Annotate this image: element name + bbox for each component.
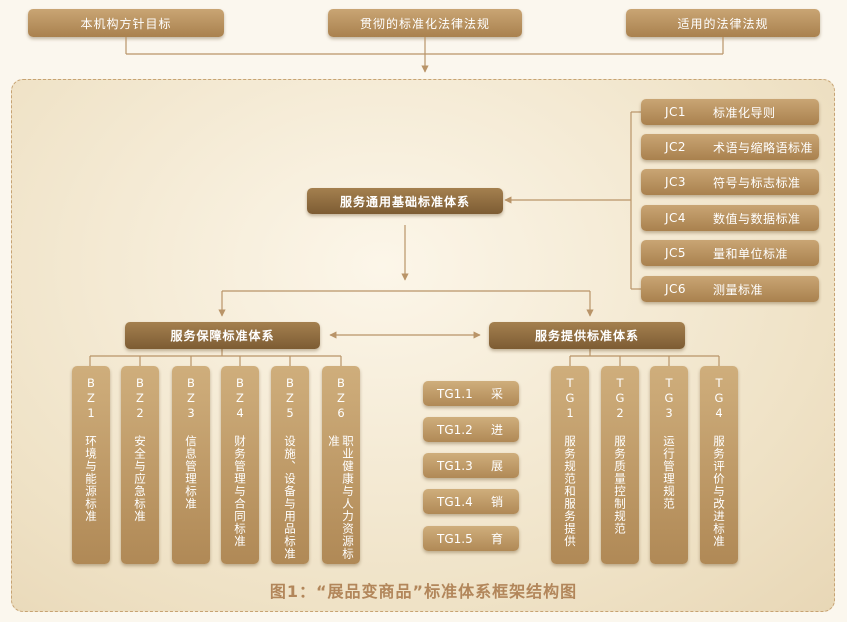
jc-label: 测量标准	[713, 282, 764, 297]
jc-label: 量和单位标准	[713, 246, 789, 261]
bz-item: BZ1 环境与能源标准	[72, 366, 110, 564]
bz-label: 环境与能源标准	[84, 435, 98, 523]
jc-code: JC3	[665, 175, 687, 189]
bz-code: BZ4	[233, 376, 247, 421]
jc-label: 标准化导则	[713, 105, 776, 120]
bz-label: 设施、设备与用品标准	[283, 435, 297, 560]
tg-flow-label: 进	[491, 423, 504, 437]
bz-code: BZ6	[334, 376, 348, 421]
top-box-policy-goals: 本机构方针目标	[28, 9, 224, 37]
provision-standards-box: 服务提供标准体系	[489, 322, 685, 349]
tg-code: TG1	[563, 376, 577, 421]
tg-flow-code: TG1.2	[437, 422, 473, 437]
jc-code: JC4	[665, 211, 687, 225]
tg-code: TG4	[712, 376, 726, 421]
tg-flow-item: TG1.1 采	[423, 381, 519, 406]
bz-item: BZ5 设施、设备与用品标准	[271, 366, 309, 564]
bz-code: BZ2	[133, 376, 147, 421]
tg-flow-code: TG1.1	[437, 386, 473, 401]
tg-flow-code: TG1.3	[437, 458, 473, 473]
tg-item: TG4 服务评价与改进标准	[700, 366, 738, 564]
top-box-label: 贯彻的标准化法律法规	[359, 16, 490, 31]
jc-item: JC6 测量标准	[641, 276, 819, 302]
jc-label: 符号与标志标准	[713, 175, 801, 190]
jc-label: 数值与数据标准	[713, 211, 801, 226]
tg-label: 运行管理规范	[662, 435, 676, 510]
tg-item: TG3 运行管理规范	[650, 366, 688, 564]
bz-label: 职业健康与人力资源标准	[327, 435, 355, 560]
bz-label: 财务管理与合同标准	[233, 435, 247, 548]
jc-label: 术语与缩略语标准	[713, 140, 814, 155]
top-box-applicable-laws: 适用的法律法规	[626, 9, 820, 37]
top-box-standardization-laws: 贯彻的标准化法律法规	[328, 9, 522, 37]
tg-label: 服务质量控制规范	[613, 435, 627, 535]
tg-flow-label: 展	[491, 459, 504, 473]
tg-flow-item: TG1.3 展	[423, 453, 519, 478]
tg-flow-label: 育	[491, 532, 504, 546]
bz-code: BZ5	[283, 376, 297, 421]
tg-flow-code: TG1.4	[437, 494, 473, 509]
bz-label: 安全与应急标准	[133, 435, 147, 523]
guarantee-standards-title: 服务保障标准体系	[170, 329, 275, 343]
tg-flow-label: 销	[491, 495, 504, 509]
top-box-label: 本机构方针目标	[80, 16, 172, 31]
jc-item: JC2 术语与缩略语标准	[641, 134, 819, 160]
top-box-label: 适用的法律法规	[677, 16, 769, 31]
guarantee-standards-box: 服务保障标准体系	[125, 322, 320, 349]
tg-flow-item: TG1.5 育	[423, 526, 519, 551]
tg-label: 服务评价与改进标准	[712, 435, 726, 548]
jc-code: JC6	[665, 282, 687, 296]
tg-item: TG2 服务质量控制规范	[601, 366, 639, 564]
tg-flow-item: TG1.4 销	[423, 489, 519, 514]
tg-code: TG2	[613, 376, 627, 421]
tg-flow-label: 采	[491, 387, 504, 401]
bz-item: BZ6 职业健康与人力资源标准	[322, 366, 360, 564]
tg-flow-item: TG1.2 进	[423, 417, 519, 442]
base-standards-title: 服务通用基础标准体系	[339, 194, 470, 209]
base-standards-box: 服务通用基础标准体系	[307, 188, 503, 214]
figure-caption: 图1：“展品变商品”标准体系框架结构图	[269, 582, 578, 601]
tg-flow-code: TG1.5	[437, 531, 473, 546]
provision-standards-title: 服务提供标准体系	[534, 329, 639, 343]
jc-item: JC5 量和单位标准	[641, 240, 819, 266]
jc-item: JC4 数值与数据标准	[641, 205, 819, 231]
tg-item: TG1 服务规范和服务提供	[551, 366, 589, 564]
jc-code: JC2	[665, 140, 687, 154]
bz-item: BZ2 安全与应急标准	[121, 366, 159, 564]
bz-item: BZ4 财务管理与合同标准	[221, 366, 259, 564]
bz-item: BZ3 信息管理标准	[172, 366, 210, 564]
jc-item: JC1 标准化导则	[641, 99, 819, 125]
jc-item: JC3 符号与标志标准	[641, 169, 819, 195]
bz-code: BZ3	[184, 376, 198, 421]
tg-label: 服务规范和服务提供	[563, 435, 577, 548]
jc-code: JC1	[665, 105, 687, 119]
bz-code: BZ1	[84, 376, 98, 421]
tg-code: TG3	[662, 376, 676, 421]
bz-label: 信息管理标准	[184, 435, 198, 510]
jc-code: JC5	[665, 246, 687, 260]
